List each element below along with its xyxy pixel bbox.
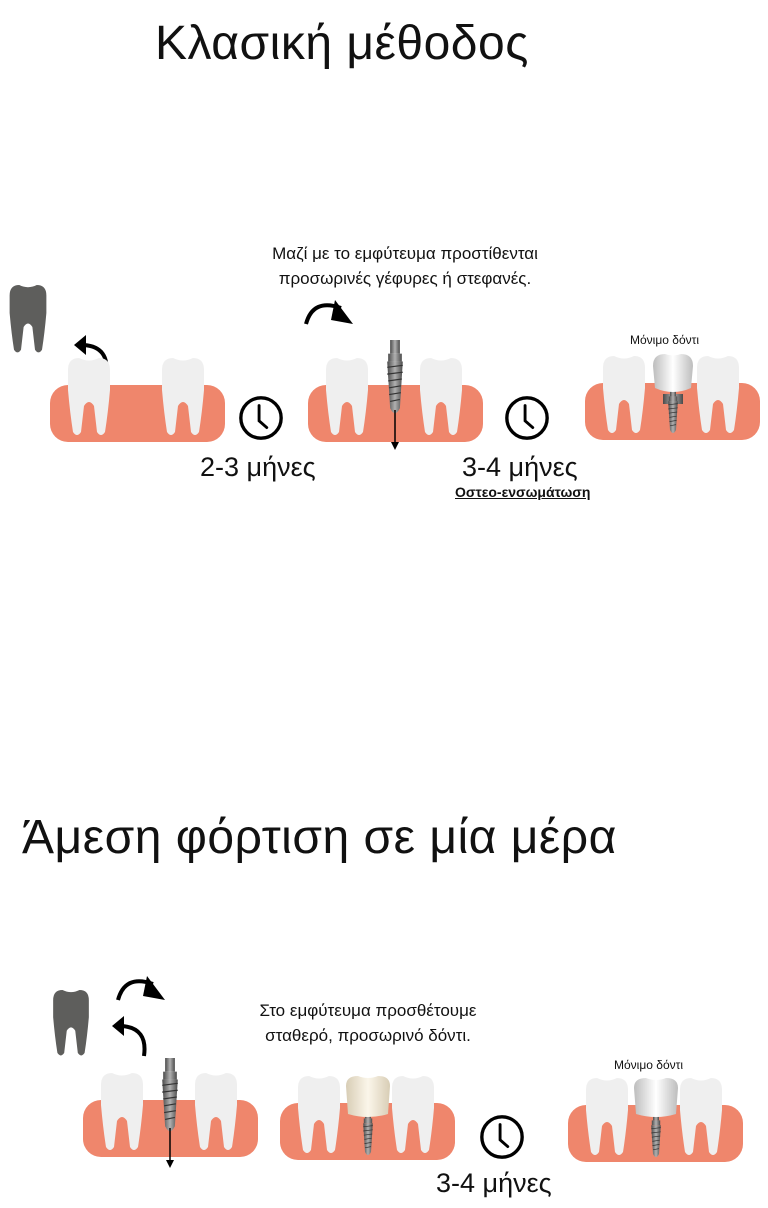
permanent-tooth-label: Μόνιμο δόντι (614, 1058, 684, 1072)
gum-with-missing-tooth (50, 340, 225, 450)
classic-caption-line2: προσωρινές γέφυρες ή στεφανές. (278, 269, 532, 288)
classic-method-title: Κλασική μέθοδος (155, 17, 529, 70)
immediate-caption-line2: σταθερό, προσωρινό δόντι. (265, 1026, 471, 1045)
insertion-arrow-icon (116, 974, 167, 1002)
classic-caption-line1: Μαζί με το εμφύτευμα προστίθενται (272, 244, 538, 263)
classic-caption: Μαζί με το εμφύτευμα προστίθενται προσωρ… (205, 241, 605, 291)
osseointegration-label: Οστεο-ενσωμάτωση (455, 484, 591, 500)
extracted-tooth-icon (53, 990, 89, 1056)
permanent-tooth-label: Μόνιμο δόντι (630, 333, 700, 347)
duration-3-4-months: 3-4 μήνες (462, 452, 578, 482)
implant-icon (161, 1058, 179, 1168)
insertion-arrow-icon (304, 298, 355, 326)
duration-2-3-months: 2-3 μήνες (200, 452, 316, 482)
immediate-caption-line1: Στο εμφύτευμα προσθέτουμε (259, 1001, 477, 1020)
clock-icon (239, 396, 283, 440)
immediate-caption: Στο εμφύτευμα προσθέτουμε σταθερό, προσω… (188, 998, 548, 1048)
gum-with-temporary-crown (280, 1076, 455, 1168)
duration-3-4-months: 3-4 μήνες (436, 1168, 552, 1198)
gum-with-permanent-crown (568, 1078, 743, 1170)
immediate-loading-title: Άμεση φόρτιση σε μία μέρα (22, 811, 617, 864)
implant-icon (386, 340, 404, 450)
extracted-tooth-icon (9, 285, 47, 353)
gum-with-permanent-crown (585, 354, 760, 448)
clock-icon (480, 1115, 524, 1159)
clock-icon (505, 396, 549, 440)
extraction-arrow-icon (110, 1014, 147, 1058)
